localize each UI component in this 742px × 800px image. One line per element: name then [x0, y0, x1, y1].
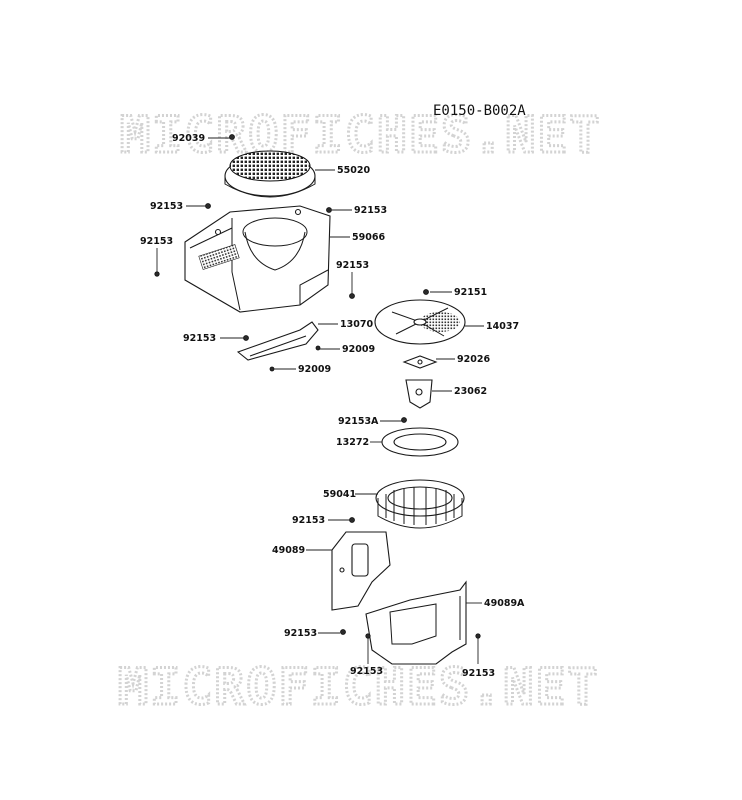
callout-59066: 59066: [352, 232, 385, 243]
callout-49089A: 49089A: [484, 598, 525, 609]
part-ring-13272: [381, 427, 459, 457]
callout-49089: 49089: [272, 545, 305, 556]
callout-92039: 92039: [172, 133, 205, 144]
watermark-top: MICROFICHES.NET: [120, 106, 602, 164]
callout-92153-i: 92153: [462, 668, 495, 679]
callout-55020: 55020: [337, 165, 370, 176]
callout-59041: 59041: [323, 489, 356, 500]
callout-13272: 13272: [336, 437, 369, 448]
callout-92153-f: 92153: [292, 515, 325, 526]
part-cover-49089A: [365, 580, 467, 665]
part-screen-55020: [224, 150, 316, 198]
callout-14037: 14037: [486, 321, 519, 332]
part-blower-housing-59066: [184, 205, 331, 313]
callout-92151: 92151: [454, 287, 487, 298]
callout-23062: 23062: [454, 386, 487, 397]
part-bracket-92026: [402, 355, 438, 369]
watermark-bottom: MICROFICHES.NET: [118, 658, 600, 716]
callout-92009-b: 92009: [298, 364, 331, 375]
part-bracket-23062: [405, 379, 433, 409]
callout-92026: 92026: [457, 354, 490, 365]
callout-92153-g: 92153: [284, 628, 317, 639]
callout-92009-a: 92009: [342, 344, 375, 355]
part-guide-13070: [236, 321, 319, 361]
part-fan-59041: [375, 479, 465, 529]
callout-92153-d: 92153: [336, 260, 369, 271]
callout-92153A: 92153A: [338, 416, 379, 427]
part-cover-49089: [331, 531, 391, 611]
callout-92153-a: 92153: [150, 201, 183, 212]
callout-92153-e: 92153: [183, 333, 216, 344]
callout-labels: 92039 55020 92153 92153 59066 92153 9215…: [140, 133, 525, 679]
callout-92153-h: 92153: [350, 666, 383, 677]
callout-92153-b: 92153: [354, 205, 387, 216]
diagram-code: E0150-B002A: [433, 103, 526, 119]
part-fan-plate-14037: [374, 299, 466, 345]
callout-13070: 13070: [340, 319, 373, 330]
callout-92153-c: 92153: [140, 236, 173, 247]
leader-lines: [156, 137, 484, 664]
